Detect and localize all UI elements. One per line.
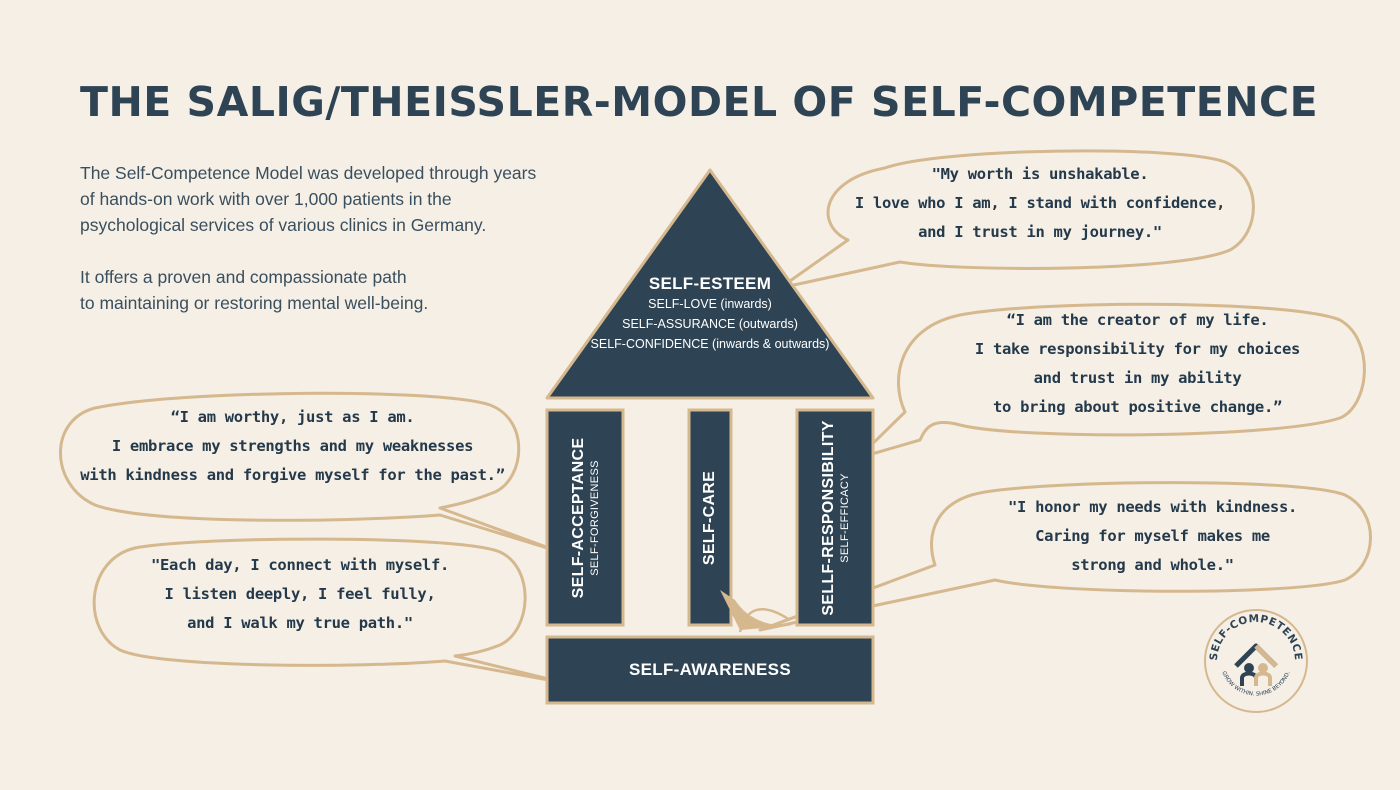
pillar-acceptance-subtitle: SELF-FORGIVENESS (589, 460, 601, 576)
intro-text: The Self-Competence Model was developed … (80, 160, 600, 342)
bubble-esteem (778, 149, 1255, 290)
intro-paragraph-2: It offers a proven and compassionate pat… (80, 267, 429, 313)
quote-acceptance: “I am worthy, just as I am. I embrace my… (80, 408, 505, 484)
pillar-label-care: SELF-CARE (701, 471, 719, 565)
roof-line-3: SELF-CONFIDENCE (inwards & outwards) (590, 337, 830, 351)
quote-responsibility: “I am the creator of my life. I take res… (974, 311, 1301, 416)
pillar-self-care (687, 408, 733, 627)
self-competence-logo: SELF-COMPETENCE GROW WITHIN. SHINE BEYON… (1204, 609, 1308, 713)
pillar-responsibility-title: SELLF-RESPONSIBILITY (820, 420, 837, 616)
bubble-responsibility (856, 302, 1366, 460)
roof-line-1: SELF-LOVE (inwards) (648, 297, 772, 311)
roof-label: SELF-ESTEEM SELF-LOVE (inwards) SELF-ASS… (570, 274, 850, 354)
bubble-awareness (92, 537, 567, 685)
care-arrow (720, 590, 800, 630)
bubble-acceptance (59, 391, 562, 554)
quote-esteem: "My worth is unshakable. I love who I am… (854, 165, 1226, 241)
pillar-care-title: SELF-CARE (701, 470, 718, 566)
pillar-self-acceptance (545, 408, 625, 627)
pillar-responsibility-subtitle: SELF-EFFICACY (839, 473, 851, 563)
foundation-self-awareness (545, 635, 875, 705)
intro-paragraph-1: The Self-Competence Model was developed … (80, 163, 537, 235)
pillar-label-acceptance: SELF-ACCEPTANCE SELF-FORGIVENESS (570, 438, 602, 599)
roof-line-2: SELF-ASSURANCE (outwards) (622, 317, 798, 331)
quote-care: "I honor my needs with kindness. Caring … (1007, 498, 1298, 574)
roof-triangle (545, 168, 875, 400)
foundation-title: SELF-AWARENESS (629, 660, 791, 679)
pillar-acceptance-title: SELF-ACCEPTANCE (570, 437, 587, 599)
page-title: THE SALIG/THEISSLER-MODEL OF SELF-COMPET… (80, 78, 1319, 126)
logo-house-icon (1234, 643, 1278, 686)
foundation-label: SELF-AWARENESS (547, 660, 873, 680)
roof-title: SELF-ESTEEM (648, 274, 772, 293)
pillar-label-responsibility: SELLF-RESPONSIBILITY SELF-EFFICACY (820, 420, 852, 615)
pillar-self-responsibility (795, 408, 875, 627)
bubble-care (758, 481, 1372, 632)
quote-awareness: "Each day, I connect with myself. I list… (150, 556, 450, 632)
